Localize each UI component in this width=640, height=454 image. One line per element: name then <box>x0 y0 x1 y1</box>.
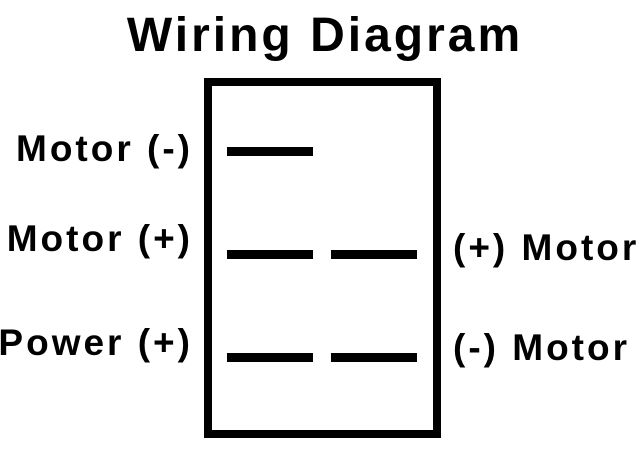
terminal-bar-row1-left <box>227 147 313 156</box>
terminal-bar-row3-left <box>227 353 313 362</box>
diagram-title: Wiring Diagram <box>126 9 524 62</box>
label-positive-motor: (+) Motor <box>453 227 640 268</box>
label-negative-motor: (-) Motor <box>453 327 630 368</box>
terminal-bar-row2-left <box>227 250 313 259</box>
terminal-bar-row3-right <box>331 353 417 362</box>
terminal-bar-row2-right <box>331 250 417 259</box>
label-power-positive: Power (+) <box>0 322 193 363</box>
label-motor-negative: Motor (-) <box>16 128 193 169</box>
label-motor-positive: Motor (+) <box>6 218 193 259</box>
